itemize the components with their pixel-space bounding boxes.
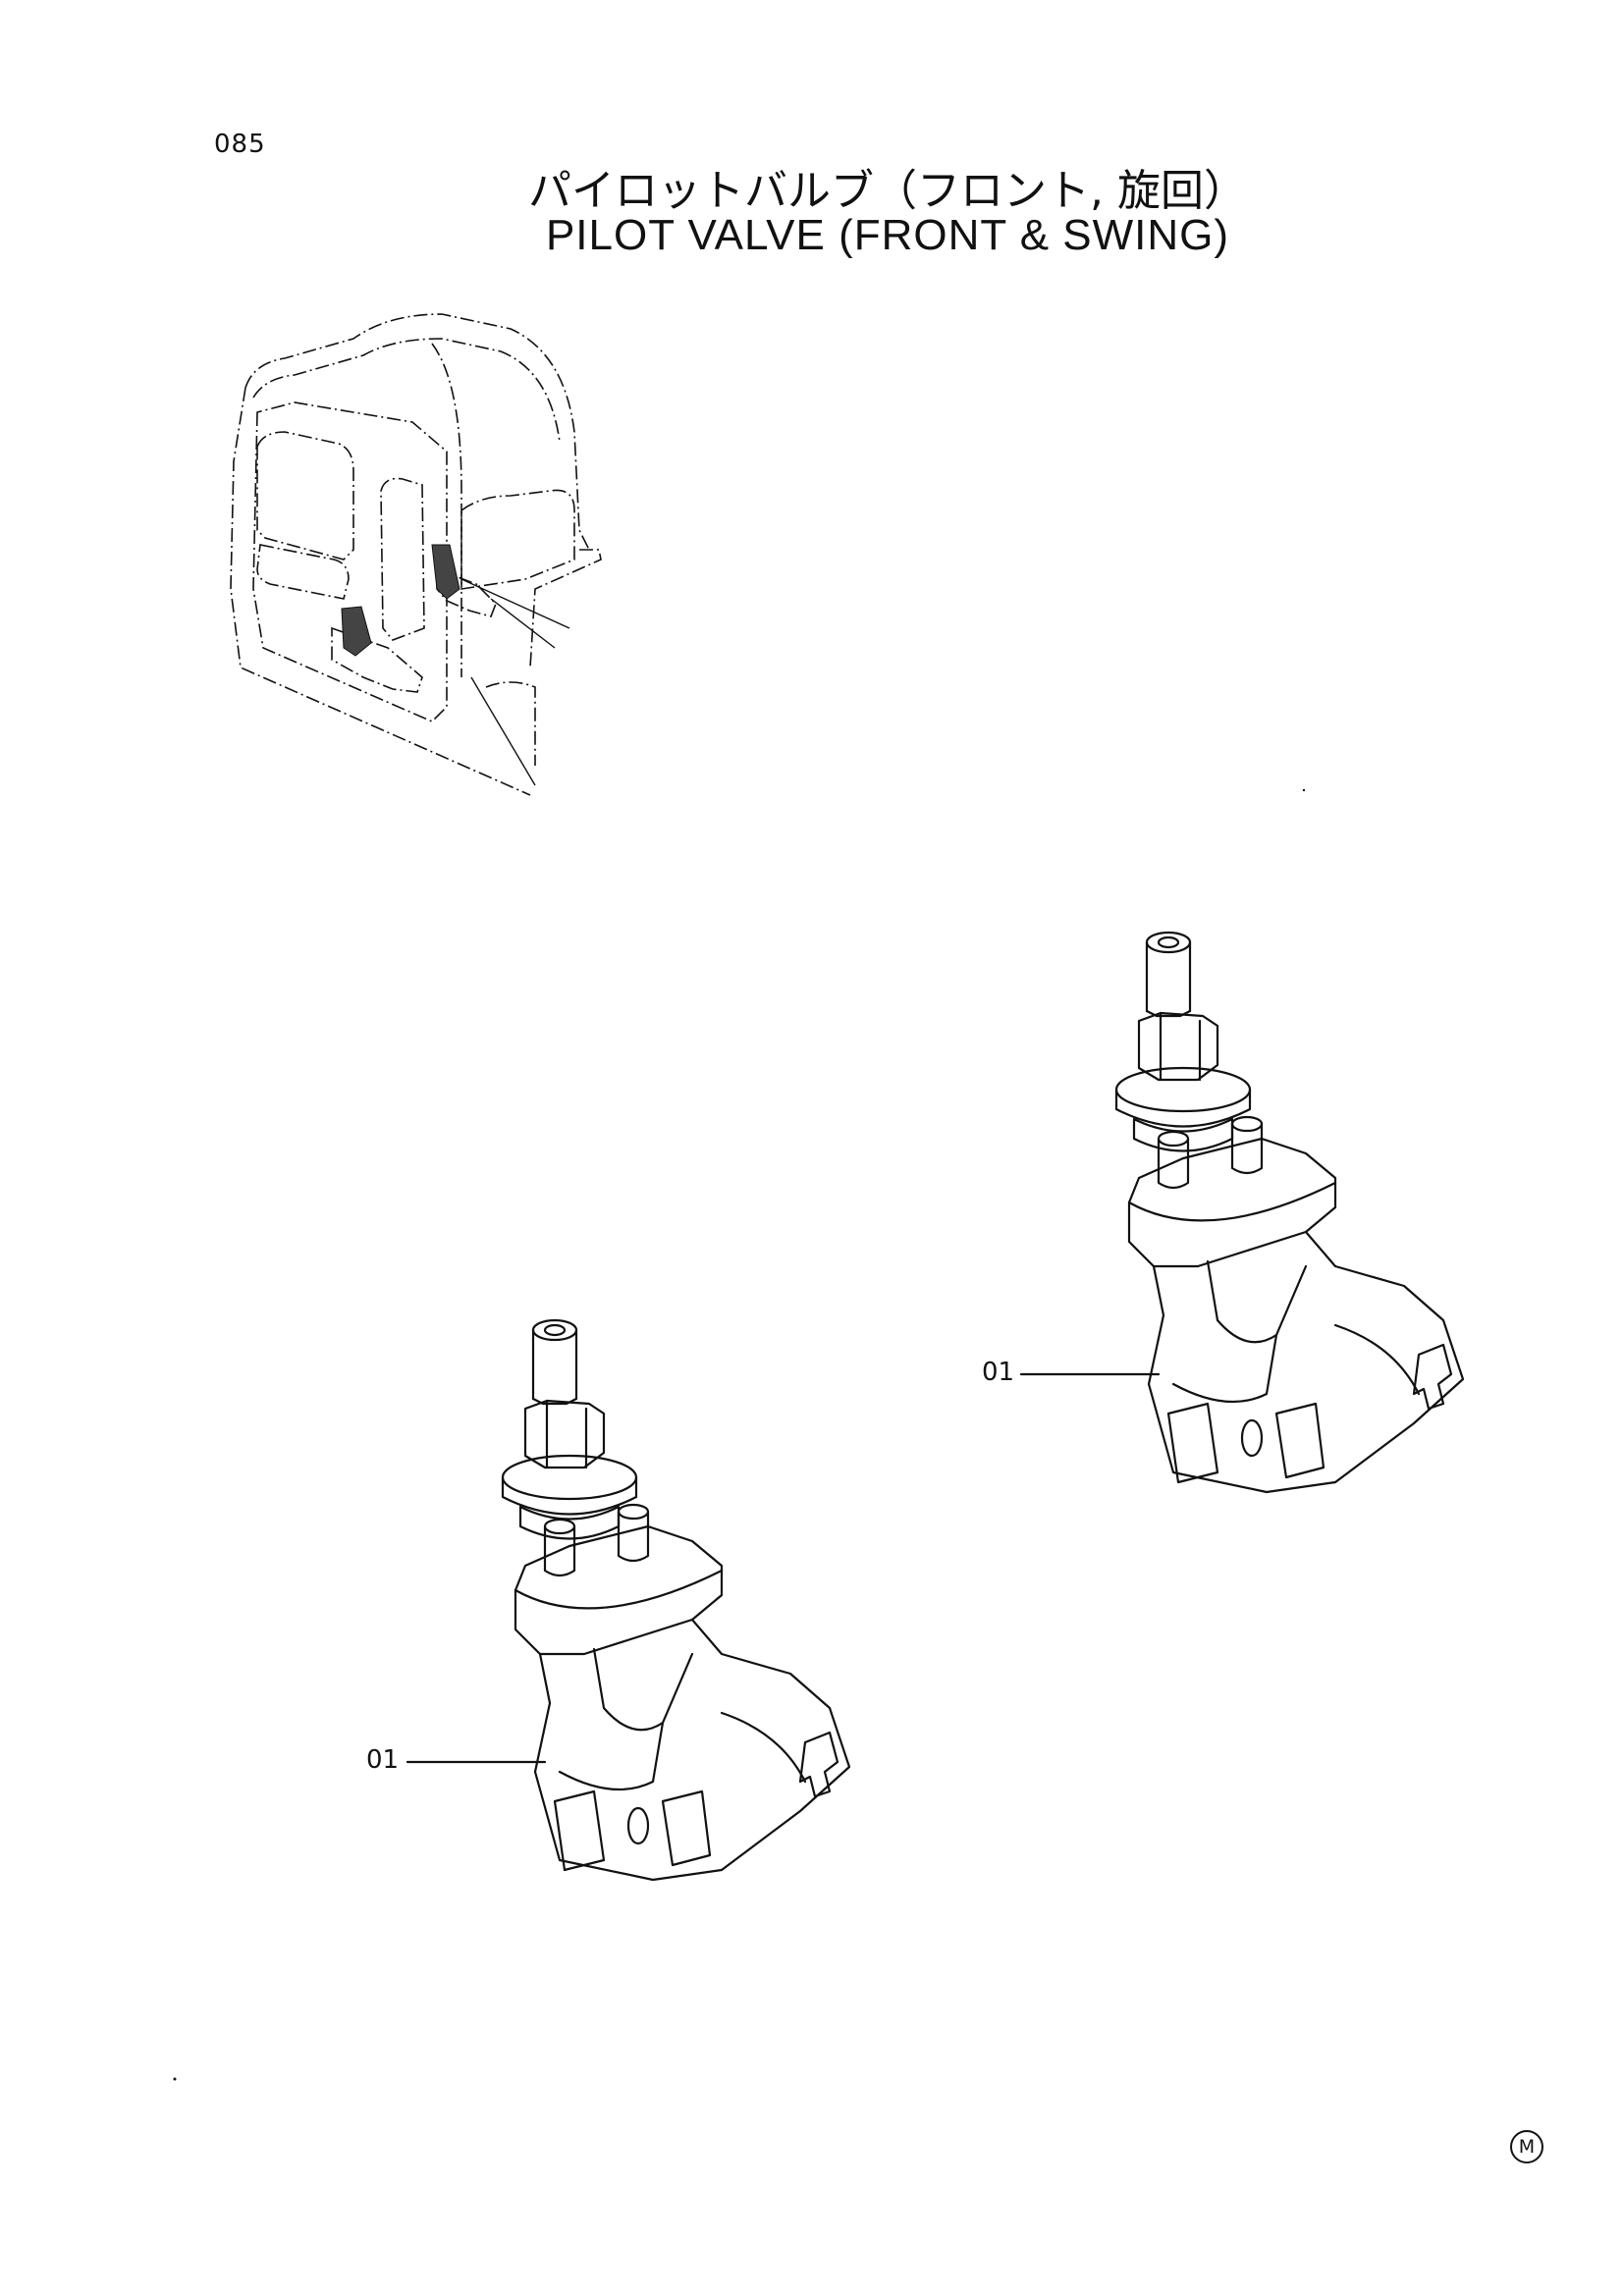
cab-overview-illustration <box>230 313 602 796</box>
pilot-valve-left <box>406 1318 851 1882</box>
title-japanese: パイロットバルブ（フロント, 旋回） <box>528 166 1247 216</box>
title-english: PILOT VALVE (FRONT & SWING) <box>545 211 1230 259</box>
callout-label-left: 01 <box>366 1745 400 1775</box>
corner-mark: M <box>1510 2130 1543 2163</box>
pilot-valve-right <box>1019 931 1465 1494</box>
page-number: 085 <box>214 130 266 159</box>
callout-label-right: 01 <box>982 1358 1015 1387</box>
